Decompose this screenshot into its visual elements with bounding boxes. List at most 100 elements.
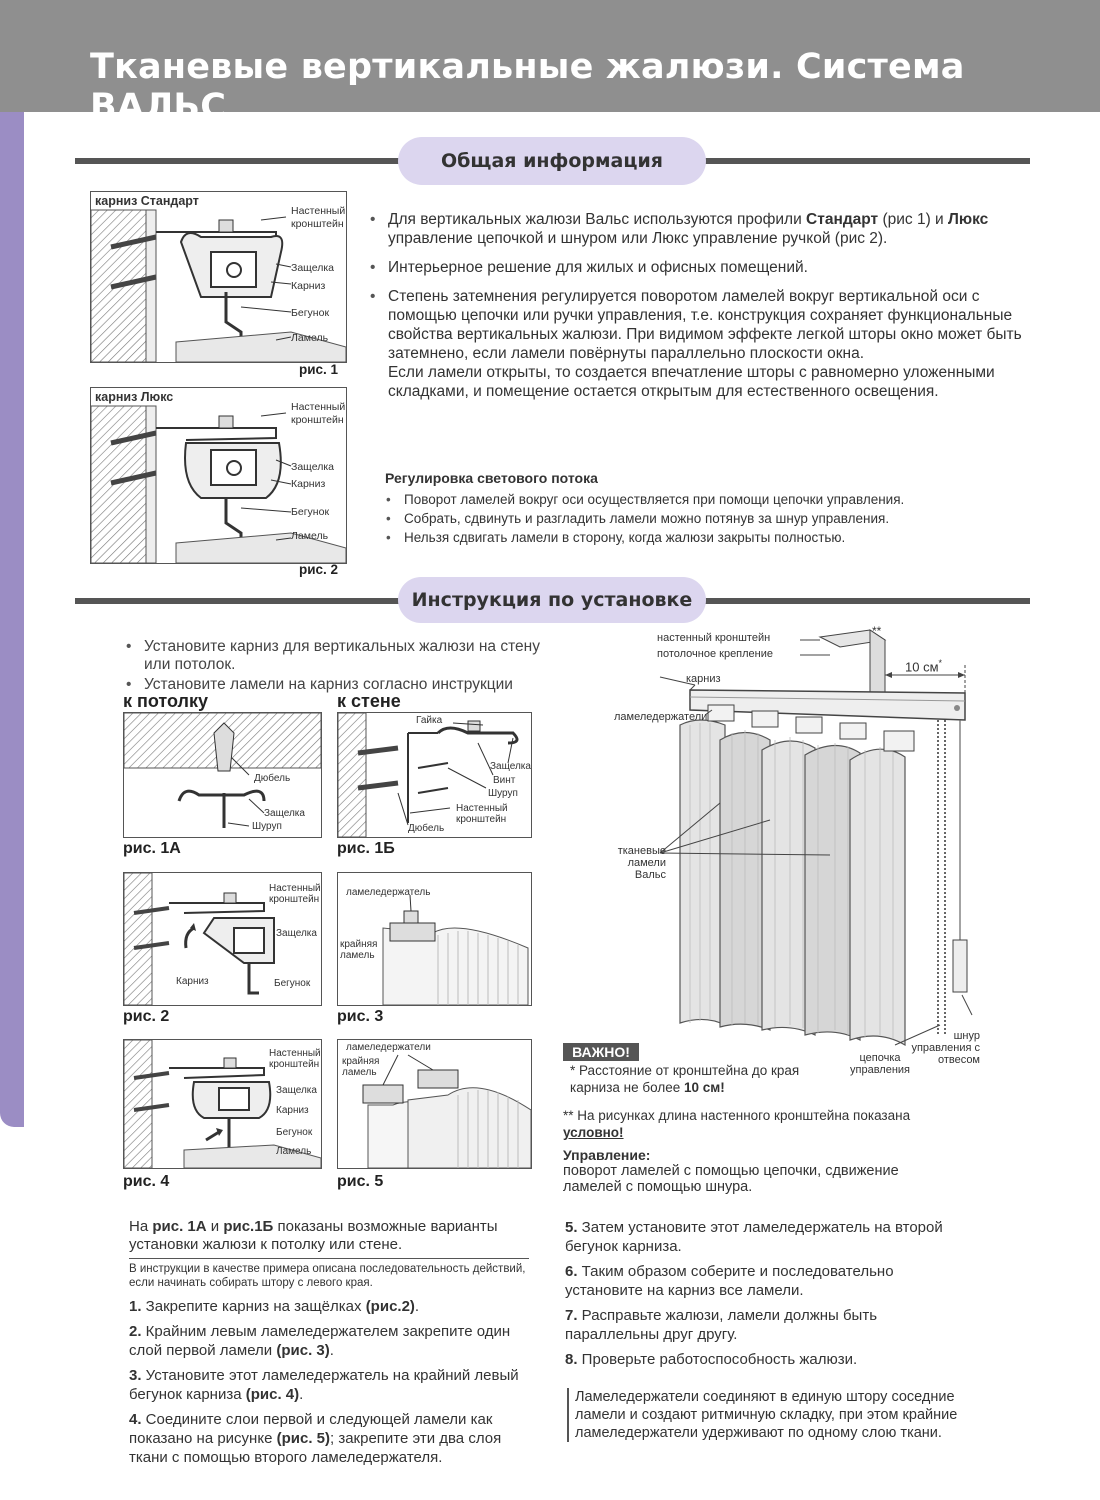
general-info-text: Для вертикальных жалюзи Вальс используют… xyxy=(366,210,1026,411)
label-cornice: карниз xyxy=(686,673,721,685)
bullet-interior: Интерьерное решение для жилых и офисных … xyxy=(366,258,1026,277)
figure-heading: карниз Стандарт xyxy=(95,194,199,208)
cornice-diagram xyxy=(91,209,346,362)
light-flow-list: Поворот ламелей вокруг оси осуществляетс… xyxy=(382,490,1022,547)
section-title-install: Инструкция по установке xyxy=(398,577,706,623)
steps-right: 5. Затем установите этот ламеледержатель… xyxy=(565,1218,965,1375)
bullet-profiles: Для вертикальных жалюзи Вальс используют… xyxy=(366,210,1026,248)
label-cornice: Карниз xyxy=(291,478,326,490)
install-bullets: Установите карниз для вертикальных жалюз… xyxy=(122,638,552,694)
control-text: поворот ламелей с помощью цепочки, сдвиж… xyxy=(563,1163,899,1195)
figure-2: Настенный кронштейн Защелка Карниз Бегун… xyxy=(123,872,322,1006)
mount-wall-title: к стене xyxy=(337,691,401,711)
label-cornice: Карниз xyxy=(276,1105,309,1116)
ceiling-mount-diagram xyxy=(124,713,321,828)
label-ceiling-mount: потолочное крепление xyxy=(657,648,774,660)
label-runner: Бегунок xyxy=(291,506,330,518)
step-1: 1. Закрепите карниз на защёлках (рис.2). xyxy=(129,1298,420,1315)
figure-caption: рис. 1А xyxy=(123,840,181,857)
figure-caption: рис. 3 xyxy=(337,1008,384,1025)
mount-ceiling-title: к потолку xyxy=(123,691,209,711)
figure-1a: Дюбель Защелка Шуруп xyxy=(123,712,322,838)
label-slat-holders: ламеледержатели xyxy=(614,711,708,723)
list-item: Поворот ламелей вокруг оси осуществляетс… xyxy=(382,490,1022,509)
step-5: 5. Затем установите этот ламеледержатель… xyxy=(565,1219,943,1255)
label-latch: Защелка xyxy=(276,1085,317,1096)
figure-lux-cornice: карниз Люкс Настенный кронштейн Защелка … xyxy=(90,387,347,564)
slat-join-diagram xyxy=(362,1054,531,1168)
side-accent-bar xyxy=(0,112,24,1127)
label-bracket: Настенный кронштейн xyxy=(291,401,346,426)
label-stars: ** xyxy=(872,624,882,638)
label-slat: Ламель xyxy=(291,530,329,542)
figure-5: ламеледержатели крайняя ламель xyxy=(337,1039,532,1169)
figure-3: ламеледержатель крайняя ламель xyxy=(337,872,532,1006)
label-dowel: Дюбель xyxy=(408,823,445,834)
runner-install-diagram xyxy=(124,1040,321,1168)
label-screw: Шуруп xyxy=(252,821,282,832)
label-control-chain: цепочка управления xyxy=(850,1052,910,1076)
label-edge-slat: крайняя ламель xyxy=(340,939,378,961)
list-item: Собрать, сдвинуть и разгладить ламели мо… xyxy=(382,509,1022,528)
important-note-2: ** На рисунках длина настенного кронштей… xyxy=(563,1108,911,1140)
figure-caption: рис. 2 xyxy=(123,1008,170,1025)
intro-text: На рис. 1А и рис.1Б показаны возможные в… xyxy=(129,1218,529,1259)
label-latch: Защелка xyxy=(276,928,317,939)
slat-holder-diagram xyxy=(382,894,529,1005)
label-latch: Защелка xyxy=(291,262,334,274)
page-header: Тканевые вертикальные жалюзи. Система ВА… xyxy=(0,0,1100,127)
label-slat: Ламель xyxy=(291,332,329,344)
label-bolt: Винт xyxy=(493,775,516,786)
label-nut: Гайка xyxy=(416,715,443,726)
figure-caption: рис. 4 xyxy=(123,1173,170,1190)
label-bracket: Настенный кронштейн xyxy=(291,205,346,230)
latch-diagram xyxy=(124,873,275,1005)
step-7: 7. Расправьте жалюзи, ламели должны быть… xyxy=(565,1307,878,1343)
label-runner: Бегунок xyxy=(276,1127,313,1138)
cornice-diagram xyxy=(91,405,346,563)
label-latch: Защелка xyxy=(490,761,531,772)
list-item: Установите ламели на карниз согласно инс… xyxy=(122,676,552,694)
steps-left: 1. Закрепите карниз на защёлках (рис.2).… xyxy=(129,1297,539,1473)
label-bracket: Настенный кронштейн xyxy=(269,883,321,905)
label-slat-holder: ламеледержатель xyxy=(346,887,431,898)
important-badge: ВАЖНО! xyxy=(563,1043,639,1061)
list-item: Нельзя сдвигать ламели в сторону, когда … xyxy=(382,528,1022,547)
vertical-blinds-illustration xyxy=(659,629,973,1047)
section-title-general: Общая информация xyxy=(398,137,706,185)
label-latch: Защелка xyxy=(264,808,305,819)
label-runner: Бегунок xyxy=(291,307,330,319)
label-bracket: Настенный кронштейн xyxy=(269,1048,321,1070)
figure-4: Настенный кронштейн Защелка Карниз Бегун… xyxy=(123,1039,322,1169)
label-latch: Защелка xyxy=(291,461,334,473)
list-item: Установите карниз для вертикальных жалюз… xyxy=(122,638,552,674)
figure-caption: рис. 1Б xyxy=(337,840,395,857)
step-6: 6. Таким образом соберите и последовател… xyxy=(565,1263,894,1299)
light-flow-heading: Регулировка светового потока xyxy=(385,470,598,486)
label-cornice: Карниз xyxy=(176,976,209,987)
slat-holder-note: Ламеледержатели соединяют в единую штору… xyxy=(567,1388,987,1442)
label-runner: Бегунок xyxy=(274,978,311,989)
label-bracket: Настенный кронштейн xyxy=(456,803,508,825)
figure-standard-cornice: карниз Стандарт Настенный кронштейн Заще… xyxy=(90,191,347,363)
page-title: Тканевые вертикальные жалюзи. Система ВА… xyxy=(90,47,965,127)
instruction-note: В инструкции в качестве примера описана … xyxy=(129,1263,526,1289)
step-2: 2. Крайним левым ламеледержателем закреп… xyxy=(129,1323,511,1359)
label-edge-slat: крайняя ламель xyxy=(342,1056,380,1078)
label-fabric-slats: тканевые ламели Вальс xyxy=(617,845,666,881)
label-cornice: Карниз xyxy=(291,280,326,292)
label-control-cord: шнур управления с отвесом xyxy=(911,1030,980,1066)
control-heading: Управление: xyxy=(563,1147,651,1163)
bullet-dimming: Степень затемнения регулируется поворото… xyxy=(366,287,1026,401)
figure-heading: карниз Люкс xyxy=(95,390,174,404)
step-8: 8. Проверьте работоспособность жалюзи. xyxy=(565,1351,858,1368)
step-3: 3. Установите этот ламеледержатель на кр… xyxy=(129,1367,519,1403)
figure-caption: рис. 1 xyxy=(299,362,339,377)
step-4: 4. Соедините слои первой и следующей лам… xyxy=(129,1411,502,1466)
label-wall-bracket: настенный кронштейн xyxy=(657,632,771,644)
label-screw: Шуруп xyxy=(488,788,518,799)
figure-caption: рис. 2 xyxy=(299,562,339,577)
figure-1b: Гайка Защелка Винт Шуруп Настенный кронш… xyxy=(337,712,532,838)
wall-mount-diagram xyxy=(338,713,519,837)
figure-caption: рис. 5 xyxy=(337,1173,384,1190)
